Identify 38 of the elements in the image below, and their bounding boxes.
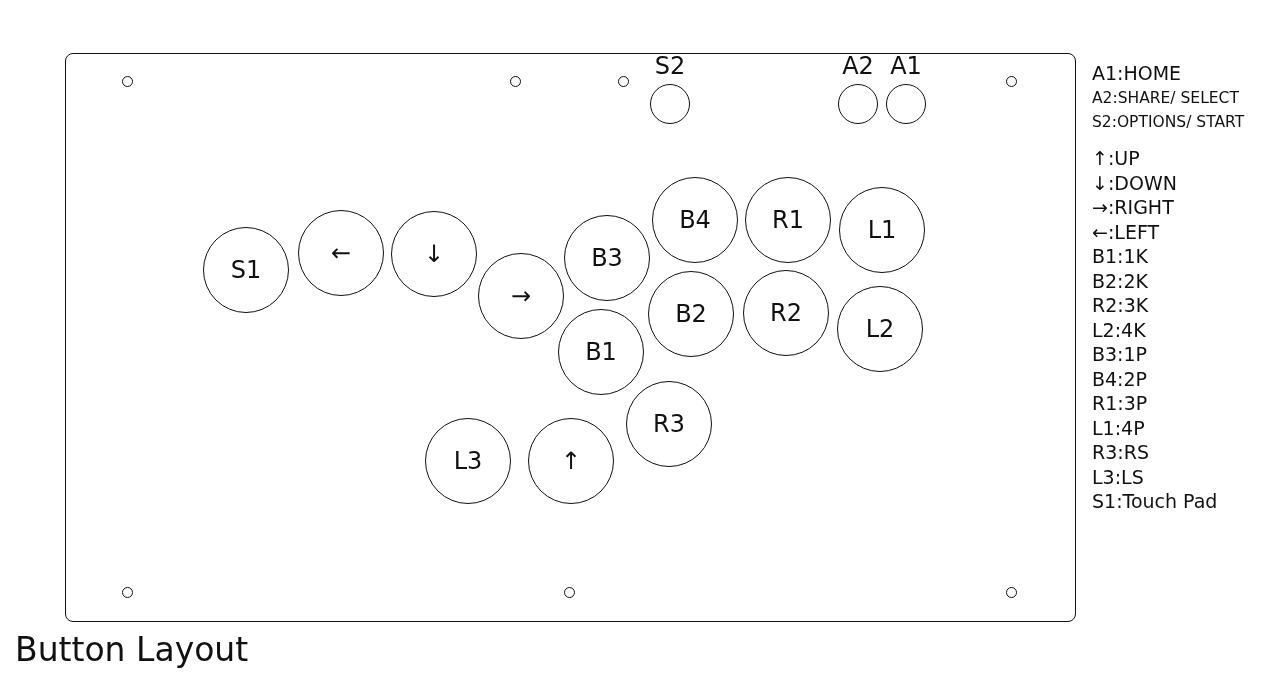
arcade-button: ←	[298, 210, 384, 296]
legend-text: ←:LEFT	[1092, 220, 1160, 243]
panel-outline	[65, 53, 1076, 622]
arcade-button: B4	[652, 177, 738, 263]
arcade-button: ↑	[528, 418, 614, 504]
legend-text: R1:3P	[1092, 392, 1148, 414]
legend-text: →:RIGHT	[1092, 196, 1174, 218]
arcade-button: B3	[564, 215, 650, 301]
button-label: A1	[890, 52, 922, 80]
arcade-button: R1	[745, 177, 831, 263]
legend-text: S2:OPTIONS/ START	[1092, 112, 1245, 133]
legend-text: L2:4K	[1092, 318, 1146, 341]
arcade-button: R2	[743, 270, 829, 356]
legend-text: R2:3K	[1092, 294, 1149, 316]
arcade-button: L3	[425, 418, 511, 504]
legend-text: ↑:UP	[1092, 147, 1140, 169]
legend-text: B2:2K	[1092, 269, 1149, 292]
button-label: S2	[654, 52, 686, 80]
arcade-button: B2	[648, 271, 734, 357]
arcade-button: →	[478, 253, 564, 339]
legend-text: B3:1P	[1092, 343, 1148, 365]
arcade-button: B1	[558, 309, 644, 395]
arcade-button: ↓	[391, 211, 477, 297]
arcade-button: S1	[203, 227, 289, 313]
legend-text: R3:RS	[1092, 441, 1149, 463]
arcade-button: L2	[837, 286, 923, 372]
diagram-title: Button Layout	[15, 630, 249, 669]
legend-text: S1:Touch Pad	[1092, 490, 1218, 512]
arcade-button: L1	[839, 187, 925, 273]
legend-text: B1:1K	[1092, 245, 1149, 267]
legend-text: A1:HOME	[1092, 62, 1182, 84]
legend-text: L1:4P	[1092, 416, 1145, 439]
legend-text: L3:LS	[1092, 465, 1144, 488]
legend-text: B4:2P	[1092, 367, 1148, 390]
legend-text: ↓:DOWN	[1092, 171, 1177, 194]
arcade-button: R3	[626, 381, 712, 467]
button-label: A2	[842, 52, 874, 80]
legend-text: A2:SHARE/ SELECT	[1092, 87, 1239, 109]
